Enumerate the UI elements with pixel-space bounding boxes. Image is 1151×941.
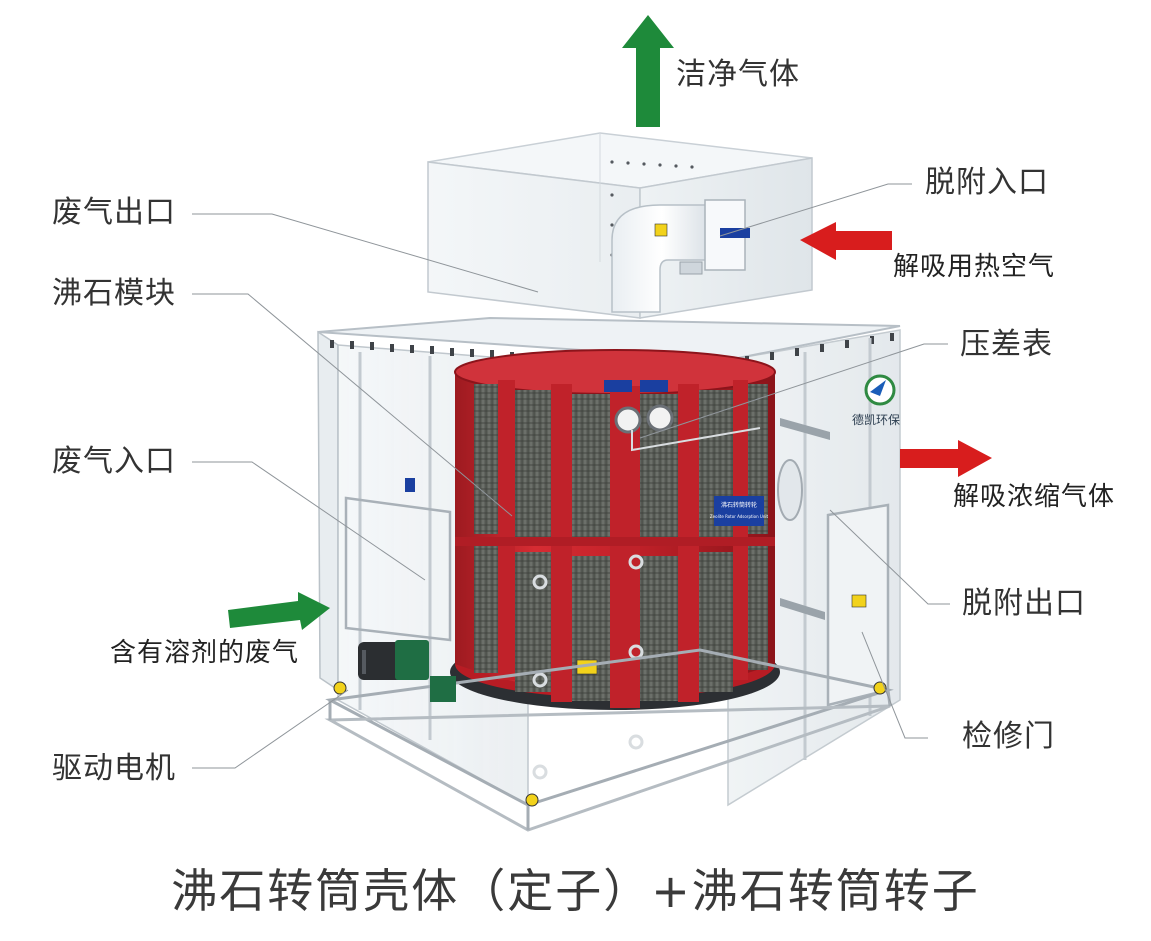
- label-desorption-concentrated-gas: 解吸浓缩气体: [953, 482, 1116, 512]
- label-access-door: 检修门: [962, 719, 1055, 754]
- label-desorption-outlet: 脱附出口: [962, 586, 1086, 621]
- label-zeolite-module: 沸石模块: [52, 276, 176, 311]
- clean-gas-arrow: [622, 15, 674, 127]
- nameplate-subtext: Zeolite Rotor Adsorption Unit: [710, 514, 769, 519]
- warning-tag: [654, 223, 668, 237]
- zeolite-rotor: 沸石转筒转轮 Zeolite Rotor Adsorption Unit: [450, 349, 780, 780]
- logo-text: 德凯环保: [852, 412, 900, 427]
- nameplate-text: 沸石转筒转轮: [721, 501, 757, 509]
- label-exhaust-inlet: 废气入口: [52, 444, 176, 479]
- label-pressure-gauge: 压差表: [960, 327, 1053, 362]
- label-drive-motor: 驱动电机: [52, 751, 176, 786]
- zeolite-module-panels: [474, 384, 768, 701]
- label-solvent-exhaust: 含有溶剂的废气: [110, 638, 300, 668]
- label-clean-gas: 洁净气体: [676, 57, 800, 92]
- label-desorption-hot-air: 解吸用热空气: [893, 252, 1056, 282]
- leader-lines: [192, 183, 950, 769]
- label-exhaust-outlet: 废气出口: [52, 195, 176, 230]
- base-skid: [324, 648, 894, 832]
- hot-air-inlet-arrow: [800, 222, 892, 260]
- rotor-nameplate: [714, 496, 764, 526]
- drive-motor-icon: [358, 640, 456, 702]
- solvent-exhaust-arrow: [228, 592, 330, 630]
- brand-logo: 德凯环保: [852, 374, 900, 427]
- blue-tag-small: [720, 228, 750, 238]
- desorption-elbow-duct: [611, 199, 750, 313]
- label-desorption-inlet: 脱附入口: [925, 165, 1049, 200]
- figure-caption: 沸石转筒壳体（定子）+沸石转筒转子: [171, 864, 980, 918]
- concentrated-gas-arrow: [900, 440, 992, 477]
- pressure-gauge-icon: [604, 380, 674, 434]
